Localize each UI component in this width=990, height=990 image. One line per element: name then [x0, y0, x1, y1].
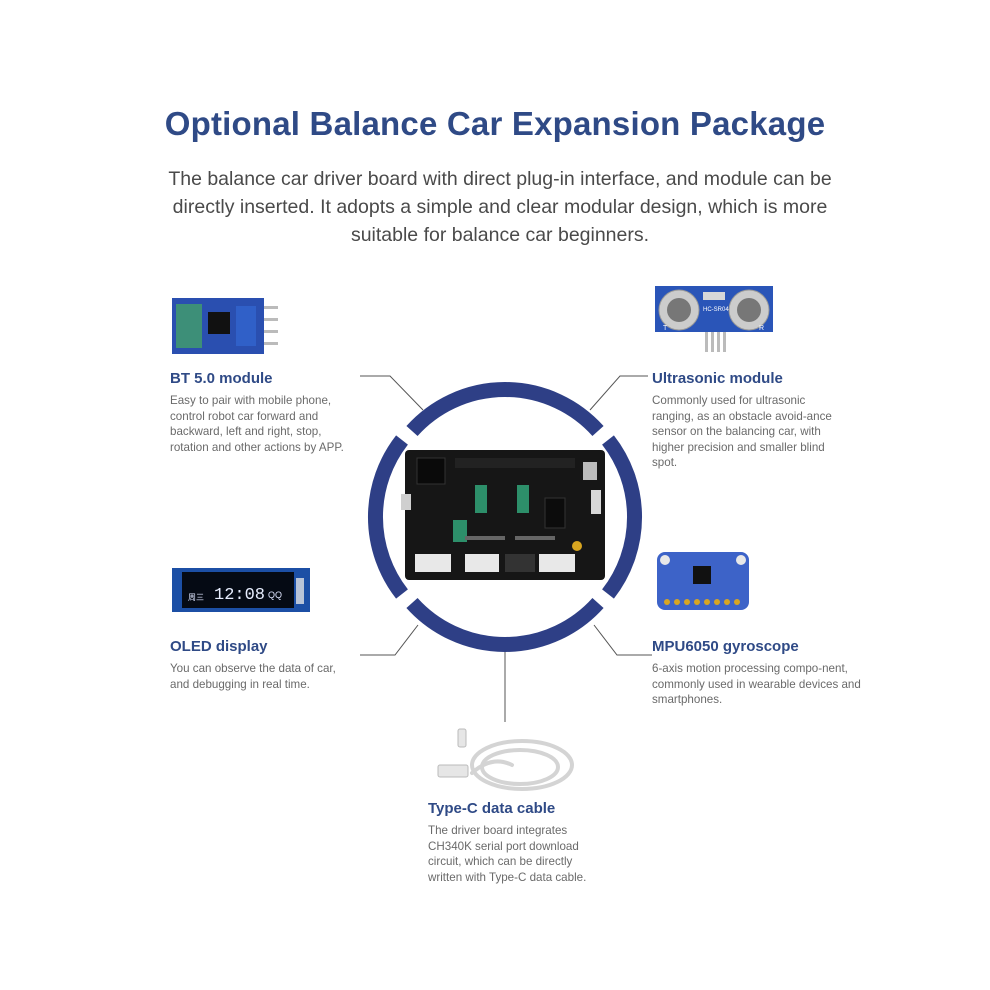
- oled-qq-text: QQ: [268, 590, 282, 600]
- feature-ultrasonic-desc: Commonly used for ultrasonic ranging, as…: [652, 394, 832, 469]
- oled-connector: [360, 624, 419, 656]
- bt-connector: [360, 375, 424, 411]
- feature-mpu-title: MPU6050 gyroscope: [652, 638, 799, 655]
- ultrasonic-r-label: R: [759, 325, 764, 332]
- bt-module-image: [172, 298, 278, 354]
- ultrasonic-t-label: T: [663, 325, 668, 332]
- feature-oled-desc: You can observe the data of car, and deb…: [170, 662, 336, 691]
- page-subtitle: The balance car driver board with direct…: [168, 168, 832, 246]
- mpu-connector: [593, 624, 652, 656]
- page-title: Optional Balance Car Expansion Package: [164, 105, 826, 142]
- feature-oled: OLED display You can observe the data of…: [170, 638, 350, 692]
- feature-cable-desc: The driver board integrates CH340K seria…: [428, 824, 587, 884]
- feature-bt: BT 5.0 module Easy to pair with mobile p…: [170, 370, 360, 455]
- oled-display-image: 周三 12:08 QQ: [172, 568, 310, 612]
- feature-oled-title: OLED display: [170, 638, 268, 655]
- feature-bt-title: BT 5.0 module: [170, 370, 273, 387]
- ultrasonic-label: HC-SR04: [703, 307, 729, 313]
- ultrasonic-connector: [589, 375, 648, 411]
- feature-mpu: MPU6050 gyroscope 6-axis motion processi…: [652, 638, 862, 708]
- driver-board-ring: [367, 382, 643, 652]
- feature-mpu-desc: 6-axis motion processing compo-nent, com…: [652, 662, 861, 706]
- feature-bt-desc: Easy to pair with mobile phone, control …: [170, 394, 344, 454]
- feature-ultrasonic-title: Ultrasonic module: [652, 370, 783, 387]
- ultrasonic-module-image: HC-SR04 T R: [655, 286, 773, 352]
- oled-side-text: 周三: [188, 593, 204, 602]
- feature-cable-title: Type-C data cable: [428, 800, 556, 817]
- type-c-cable-image: [437, 728, 574, 791]
- driver-board: [401, 450, 605, 580]
- mpu6050-image: [657, 552, 749, 610]
- feature-ultrasonic: Ultrasonic module Commonly used for ultr…: [652, 370, 842, 471]
- feature-cable: Type-C data cable The driver board integ…: [428, 800, 608, 885]
- oled-time-text: 12:08: [214, 586, 265, 605]
